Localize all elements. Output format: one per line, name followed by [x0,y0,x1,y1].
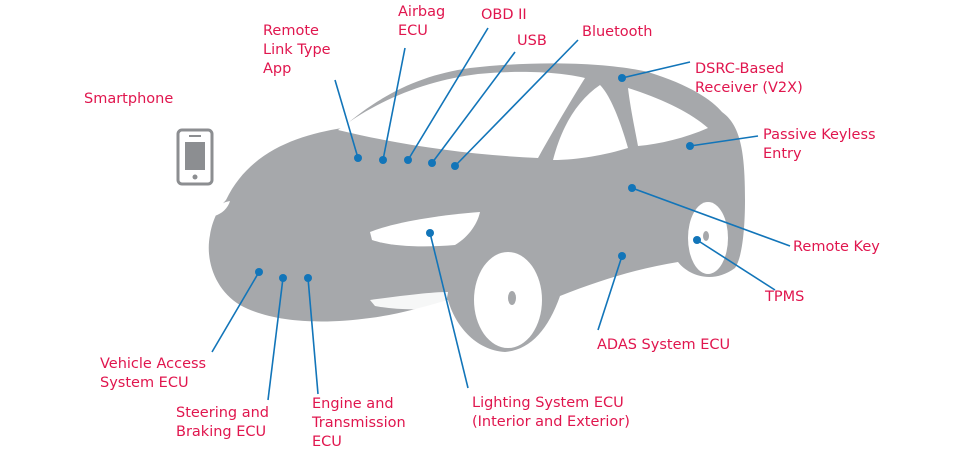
headlight [370,212,480,247]
label-airbag-ecu: Airbag ECU [398,4,446,39]
rear-wheel-hub [703,231,709,241]
dot-engine [304,274,312,282]
front-notch [212,201,230,216]
dot-usb [428,159,436,167]
leader-airbag [382,47,406,161]
leader-usb [431,51,516,164]
dot-bluetooth [451,162,459,170]
side-window-rear [628,88,708,146]
leader-steering [267,277,284,401]
label-obd-ii: OBD II [481,7,527,23]
label-smartphone: Smartphone [84,91,174,107]
leader-engine [307,277,319,395]
leader-bluetooth [454,39,579,167]
label-steering-braking-ecu: Steering and Braking ECU [176,405,270,440]
dot-steering [279,274,287,282]
dot-airbag [379,156,387,164]
lower-grille [370,292,448,310]
front-wheel-hub [508,291,516,305]
label-bluetooth: Bluetooth [582,24,653,40]
label-dsrc-receiver: DSRC-Based Receiver (V2X) [695,61,803,96]
label-remote-link-app: Remote Link Type App [263,23,331,77]
smartphone-icon [176,128,214,186]
windshield [338,71,585,158]
side-window-front [553,85,628,160]
leader-dsrc [621,61,691,79]
label-adas-ecu: ADAS System ECU [597,337,731,353]
leader-keyless [689,135,759,147]
dot-vehicle-access [255,268,263,276]
leader-lighting [429,232,469,389]
leader-tpms [696,239,776,291]
dot-adas [618,252,626,260]
leader-remote-link [334,79,359,159]
label-usb: USB [517,33,547,49]
dot-obd [404,156,412,164]
dot-keyless [686,142,694,150]
label-lighting-ecu: Lighting System ECU (Interior and Exteri… [472,395,630,430]
label-passive-keyless-entry: Passive Keyless Entry [763,127,876,162]
leader-obd [407,27,489,161]
dot-remote-key [628,184,636,192]
leader-remote-key [631,187,791,247]
label-vehicle-access-ecu: Vehicle Access System ECU [100,356,207,391]
leader-adas [597,255,623,331]
label-tpms: TPMS [765,289,805,305]
dot-dsrc [618,74,626,82]
front-wheel [474,252,542,348]
dot-remote-link [354,154,362,162]
leader-vehicle-access [211,271,260,353]
dot-lighting [426,229,434,237]
label-remote-key: Remote Key [793,239,880,255]
label-engine-transmission-ecu: Engine and Transmission ECU [312,396,406,450]
dot-tpms [693,236,701,244]
